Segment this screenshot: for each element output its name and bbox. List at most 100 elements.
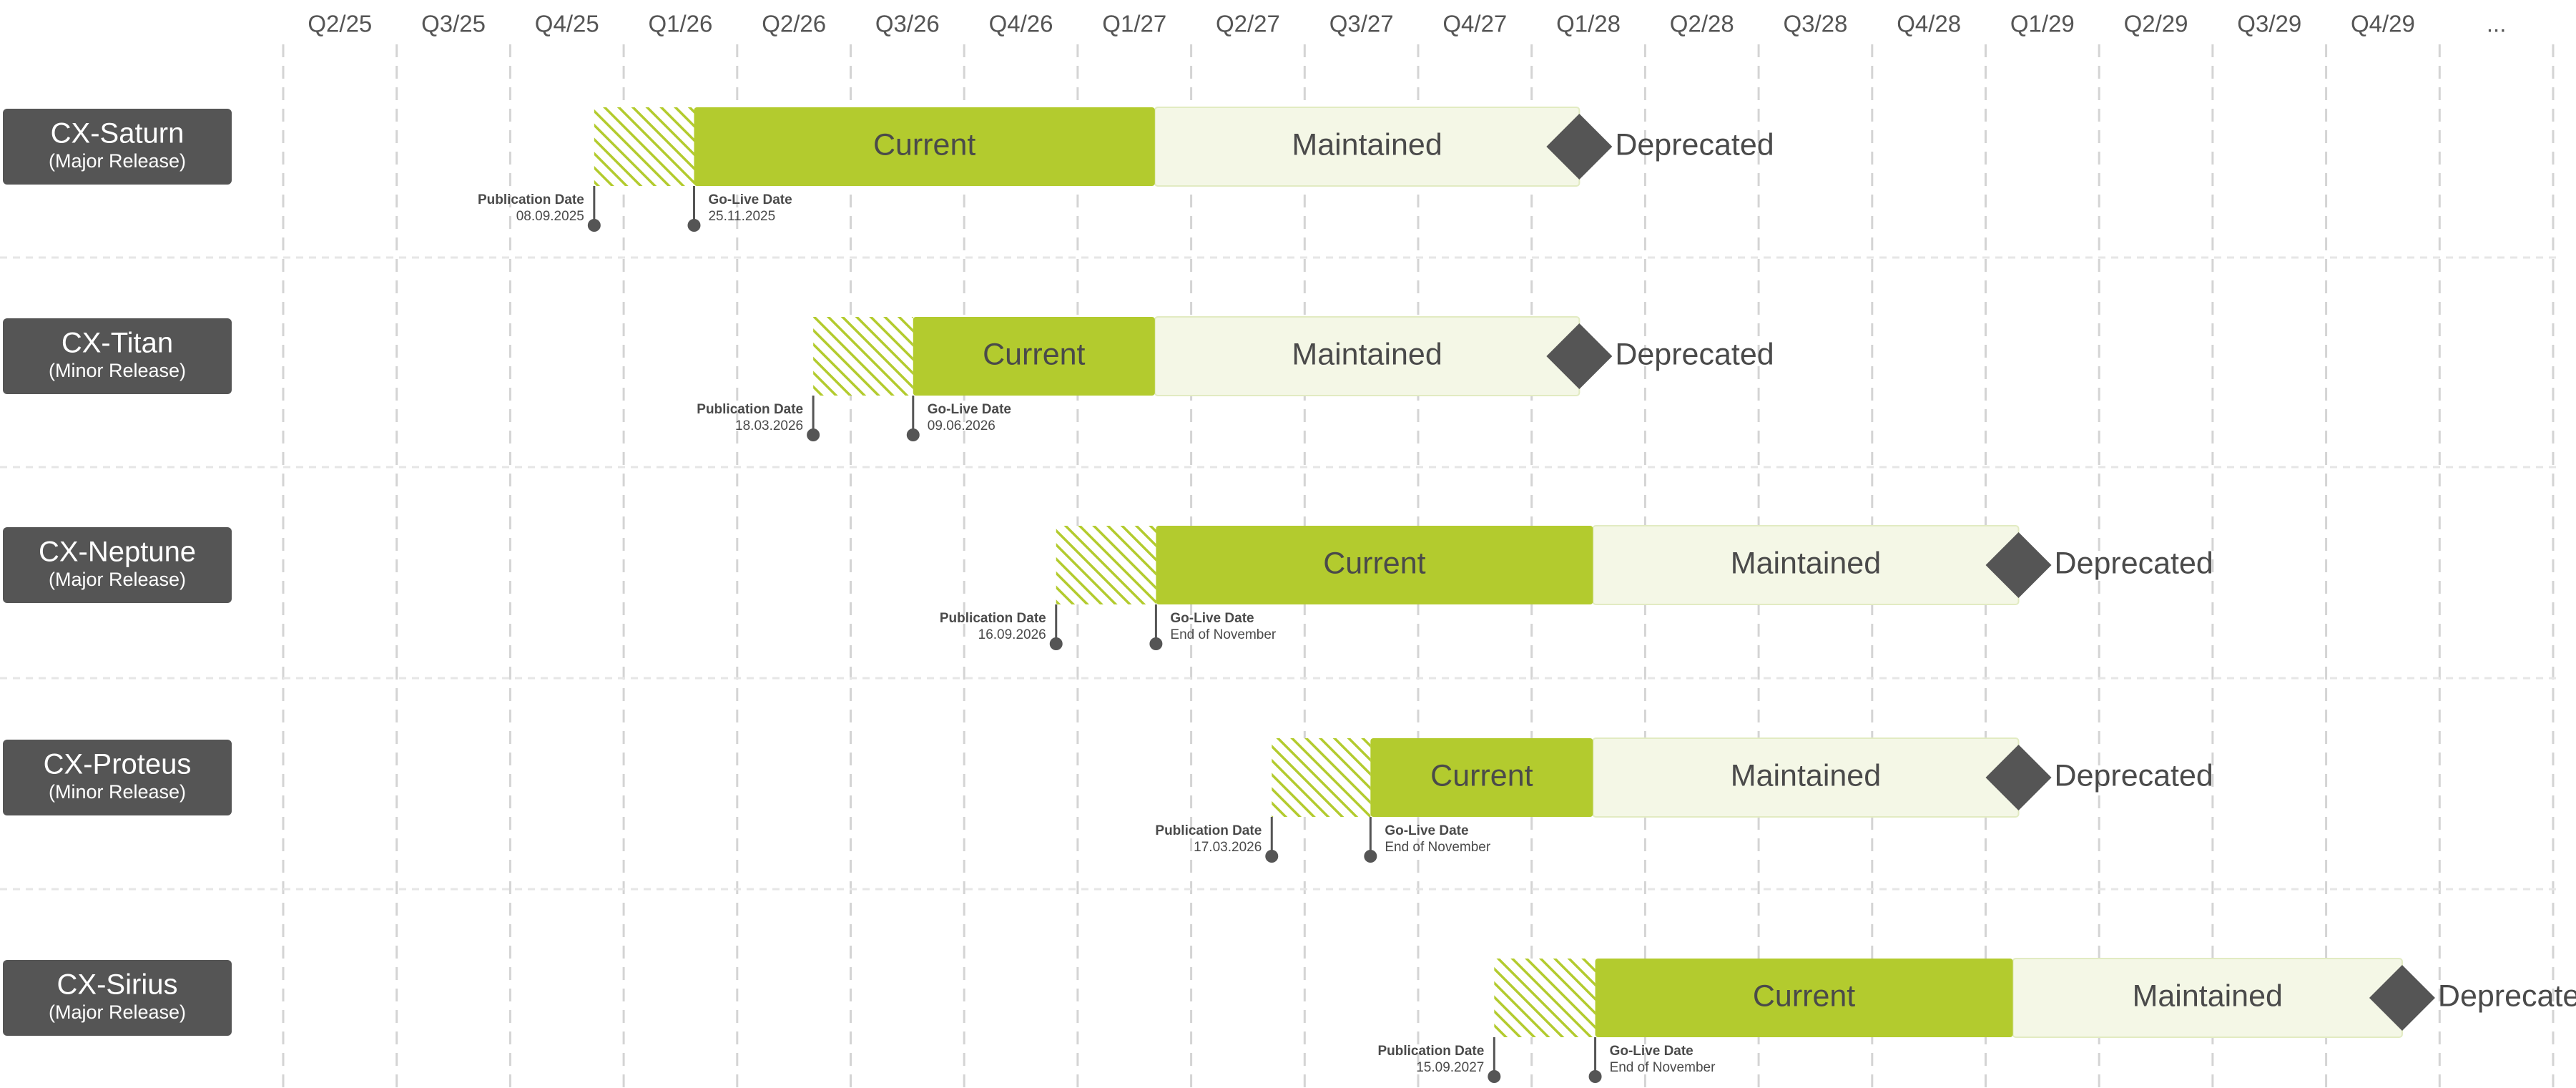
release-label-box: [3, 527, 232, 603]
quarter-tick-label: Q3/29: [2237, 11, 2301, 37]
current-bar-label: Current: [983, 337, 1085, 371]
golive-date-title: Go-Live Date: [928, 402, 1011, 417]
pre-release-hatch-bar: [1056, 526, 1156, 604]
deprecated-diamond-marker: [2369, 965, 2435, 1031]
current-bar-label: Current: [1323, 546, 1425, 580]
current-bar-label: Current: [1430, 758, 1533, 793]
golive-pin-dot: [687, 219, 701, 232]
release-name: CX-Neptune: [39, 536, 196, 568]
release-row: CX-Sirius(Major Release) Current Maintaine…: [3, 958, 2576, 1083]
publication-date-value: 17.03.2026: [1194, 840, 1262, 855]
release-label-box: [3, 960, 232, 1036]
quarter-tick-label: Q3/25: [421, 11, 486, 37]
publication-date-value: 08.09.2025: [516, 209, 584, 224]
publication-date-value: 15.09.2027: [1416, 1060, 1484, 1075]
pre-release-hatch-bar: [594, 107, 694, 186]
publication-pin-dot: [1265, 850, 1279, 863]
current-bar: [694, 107, 1155, 186]
publication-date-title: Publication Date: [940, 611, 1046, 626]
publication-pin-dot: [1488, 1070, 1501, 1083]
pre-release-hatch-bar: [813, 317, 913, 396]
pre-release-hatch-bar: [1494, 959, 1596, 1037]
quarter-tick-label: Q1/26: [648, 11, 712, 37]
release-label-box: [3, 318, 232, 394]
deprecated-label: Deprecated: [2055, 546, 2213, 580]
golive-date-title: Go-Live Date: [708, 192, 792, 207]
release-label-box: [3, 109, 232, 185]
maintained-bar-label: Maintained: [1731, 758, 1881, 793]
publication-pin-dot: [807, 428, 820, 441]
golive-pin-dot: [1588, 1070, 1602, 1083]
golive-date-value: End of November: [1385, 840, 1491, 855]
deprecated-diamond-marker: [1985, 745, 2052, 810]
maintained-bar-label: Maintained: [1292, 337, 1442, 371]
maintained-bar-label: Maintained: [1292, 127, 1442, 162]
current-bar: [1595, 959, 2013, 1037]
publication-date-title: Publication Date: [1377, 1044, 1484, 1059]
current-bar: [1156, 526, 1593, 604]
deprecated-label: Deprecated: [2438, 979, 2576, 1013]
maintained-bar-label: Maintained: [2133, 979, 2283, 1013]
release-label-box: [3, 740, 232, 815]
publication-date-value: 16.09.2026: [978, 627, 1046, 642]
publication-date-title: Publication Date: [697, 402, 803, 417]
pre-release-hatch-bar: [1272, 738, 1371, 817]
release-type: (Minor Release): [49, 360, 186, 381]
deprecated-label: Deprecated: [2055, 758, 2213, 793]
release-name: CX-Sirius: [57, 969, 178, 1001]
quarter-tick-label: Q2/29: [2124, 11, 2188, 37]
quarter-tick-label: Q2/25: [308, 11, 372, 37]
golive-date-value: End of November: [1610, 1060, 1716, 1075]
release-type: (Major Release): [49, 1001, 186, 1023]
quarter-tick-label: Q1/28: [1556, 11, 1621, 37]
maintained-bar-label: Maintained: [1731, 546, 1881, 580]
quarter-tick-label: Q4/29: [2351, 11, 2415, 37]
golive-date-value: End of November: [1170, 627, 1277, 642]
quarter-tick-label: Q2/26: [762, 11, 826, 37]
quarter-tick-label: Q4/28: [1897, 11, 1961, 37]
deprecated-diamond-marker: [1546, 323, 1613, 389]
current-bar: [913, 317, 1155, 396]
current-bar-label: Current: [1753, 979, 1855, 1013]
golive-pin-dot: [1149, 637, 1163, 650]
release-name: CX-Titan: [62, 328, 173, 359]
quarter-tick-label: Q3/28: [1783, 11, 1847, 37]
release-row: CX-Titan(Minor Release) Current Maintained…: [3, 316, 1774, 441]
golive-date-title: Go-Live Date: [1170, 611, 1254, 626]
publication-pin-dot: [587, 219, 601, 232]
golive-pin-dot: [906, 428, 920, 441]
publication-date-title: Publication Date: [478, 192, 584, 207]
release-name: CX-Proteus: [44, 749, 192, 780]
release-type: (Minor Release): [49, 781, 186, 803]
deprecated-label: Deprecated: [1615, 337, 1774, 371]
current-bar-label: Current: [873, 127, 975, 162]
quarter-tick-label: Q4/27: [1442, 11, 1507, 37]
quarter-tick-label: Q1/29: [2010, 11, 2075, 37]
release-type: (Major Release): [49, 569, 186, 590]
publication-date-value: 18.03.2026: [735, 418, 803, 433]
quarter-tick-label: Q2/27: [1216, 11, 1280, 37]
release-type: (Major Release): [49, 150, 186, 172]
golive-date-title: Go-Live Date: [1385, 823, 1468, 838]
deprecated-diamond-marker: [1985, 532, 2052, 598]
publication-date-title: Publication Date: [1155, 823, 1262, 838]
deprecated-label: Deprecated: [1615, 127, 1774, 162]
golive-date-value: 25.11.2025: [708, 209, 775, 224]
quarter-tick-label: Q3/26: [875, 11, 940, 37]
release-name: CX-Saturn: [51, 118, 185, 150]
golive-date-title: Go-Live Date: [1610, 1044, 1693, 1059]
release-row: CX-Saturn(Major Release) Current Maintaine…: [3, 107, 1774, 232]
quarter-tick-label: Q2/28: [1670, 11, 1734, 37]
publication-pin-dot: [1049, 637, 1063, 650]
release-row: CX-Proteus(Minor Release) Current Maintain…: [3, 737, 2213, 863]
release-row: CX-Neptune(Major Release) Current Maintain…: [3, 525, 2213, 650]
quarter-tick-label: ...: [2487, 11, 2507, 37]
golive-date-value: 09.06.2026: [928, 418, 996, 433]
quarter-tick-label: Q1/27: [1102, 11, 1166, 37]
quarter-tick-label: Q4/25: [535, 11, 599, 37]
golive-pin-dot: [1364, 850, 1377, 863]
quarter-tick-label: Q3/27: [1329, 11, 1394, 37]
